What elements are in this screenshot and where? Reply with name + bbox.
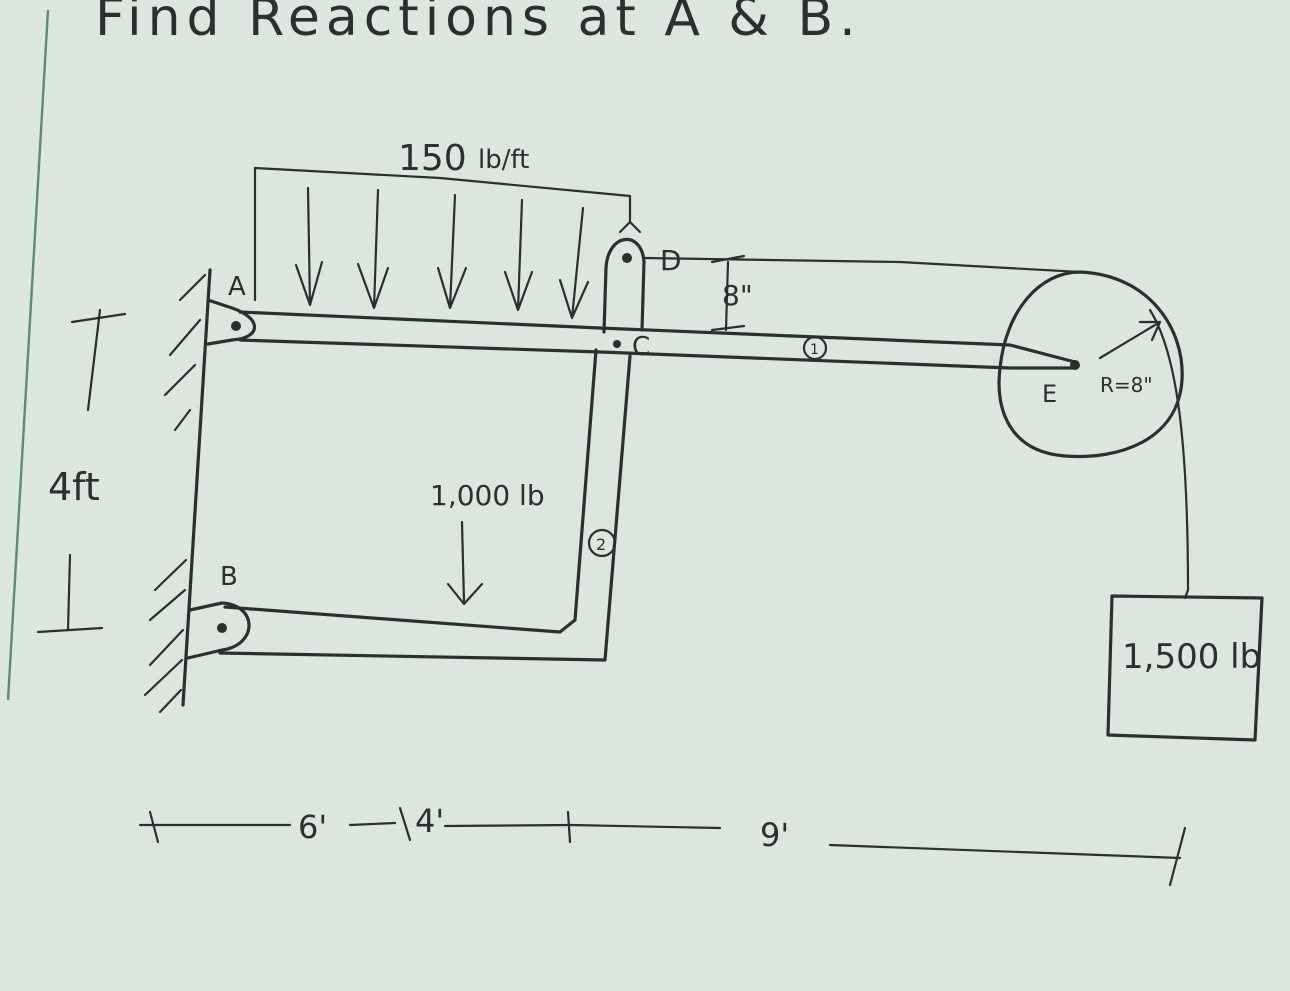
pin-b-dot	[217, 623, 227, 633]
label-b: B	[220, 562, 238, 592]
point-load: 1,000 lb	[430, 479, 545, 606]
pin-a[interactable]: A	[206, 272, 257, 346]
distributed-load: 150 lb/ft	[253, 138, 642, 320]
point-c-dot	[613, 340, 621, 348]
offset-dimension: 8"	[710, 254, 753, 332]
member-1-label: 1	[810, 342, 819, 358]
pin-b[interactable]: B	[186, 562, 251, 660]
bracket-d[interactable]: C D	[602, 237, 682, 362]
member-2-circle	[587, 528, 617, 558]
span-2-label: 4'	[415, 802, 444, 840]
cable	[642, 256, 1190, 600]
label-a: A	[228, 272, 246, 302]
label-c: C	[632, 332, 650, 362]
span-1-label: 6'	[298, 808, 327, 846]
pin-e-dot	[1070, 360, 1080, 370]
label-e: E	[1042, 380, 1057, 408]
point-load-label: 1,000 lb	[430, 479, 545, 512]
pin-a-dot	[231, 321, 241, 331]
height-dimension: 4ft	[36, 308, 127, 634]
span-dimensions: 6' 4' 9'	[138, 802, 1187, 887]
member-2-label: 2	[596, 535, 606, 554]
pulley-radius-label: R=8"	[1100, 373, 1153, 397]
wall-support	[143, 268, 212, 714]
member-2[interactable]: 2	[218, 348, 632, 662]
offset-label: 8"	[722, 279, 753, 312]
pulley-e[interactable]: E R=8"	[997, 270, 1184, 459]
problem-title: Find Reactions at A & B.	[95, 0, 862, 48]
span-3-label: 9'	[760, 816, 789, 854]
weight-label: 1,500 lb	[1122, 637, 1261, 677]
hanging-weight[interactable]: 1,500 lb	[1106, 594, 1264, 742]
member-1[interactable]: 1	[238, 310, 1077, 370]
height-label: 4ft	[48, 465, 100, 509]
pin-d-dot	[622, 253, 632, 263]
wall-line	[181, 268, 212, 707]
distributed-load-value: 150	[398, 138, 467, 179]
member-1-circle	[802, 335, 828, 361]
radius-arrow	[1098, 320, 1162, 360]
wall-hatching	[143, 273, 207, 714]
distributed-load-unit: lb/ft	[478, 145, 529, 175]
paper-margin-line	[6, 9, 50, 701]
label-d: D	[660, 244, 682, 277]
